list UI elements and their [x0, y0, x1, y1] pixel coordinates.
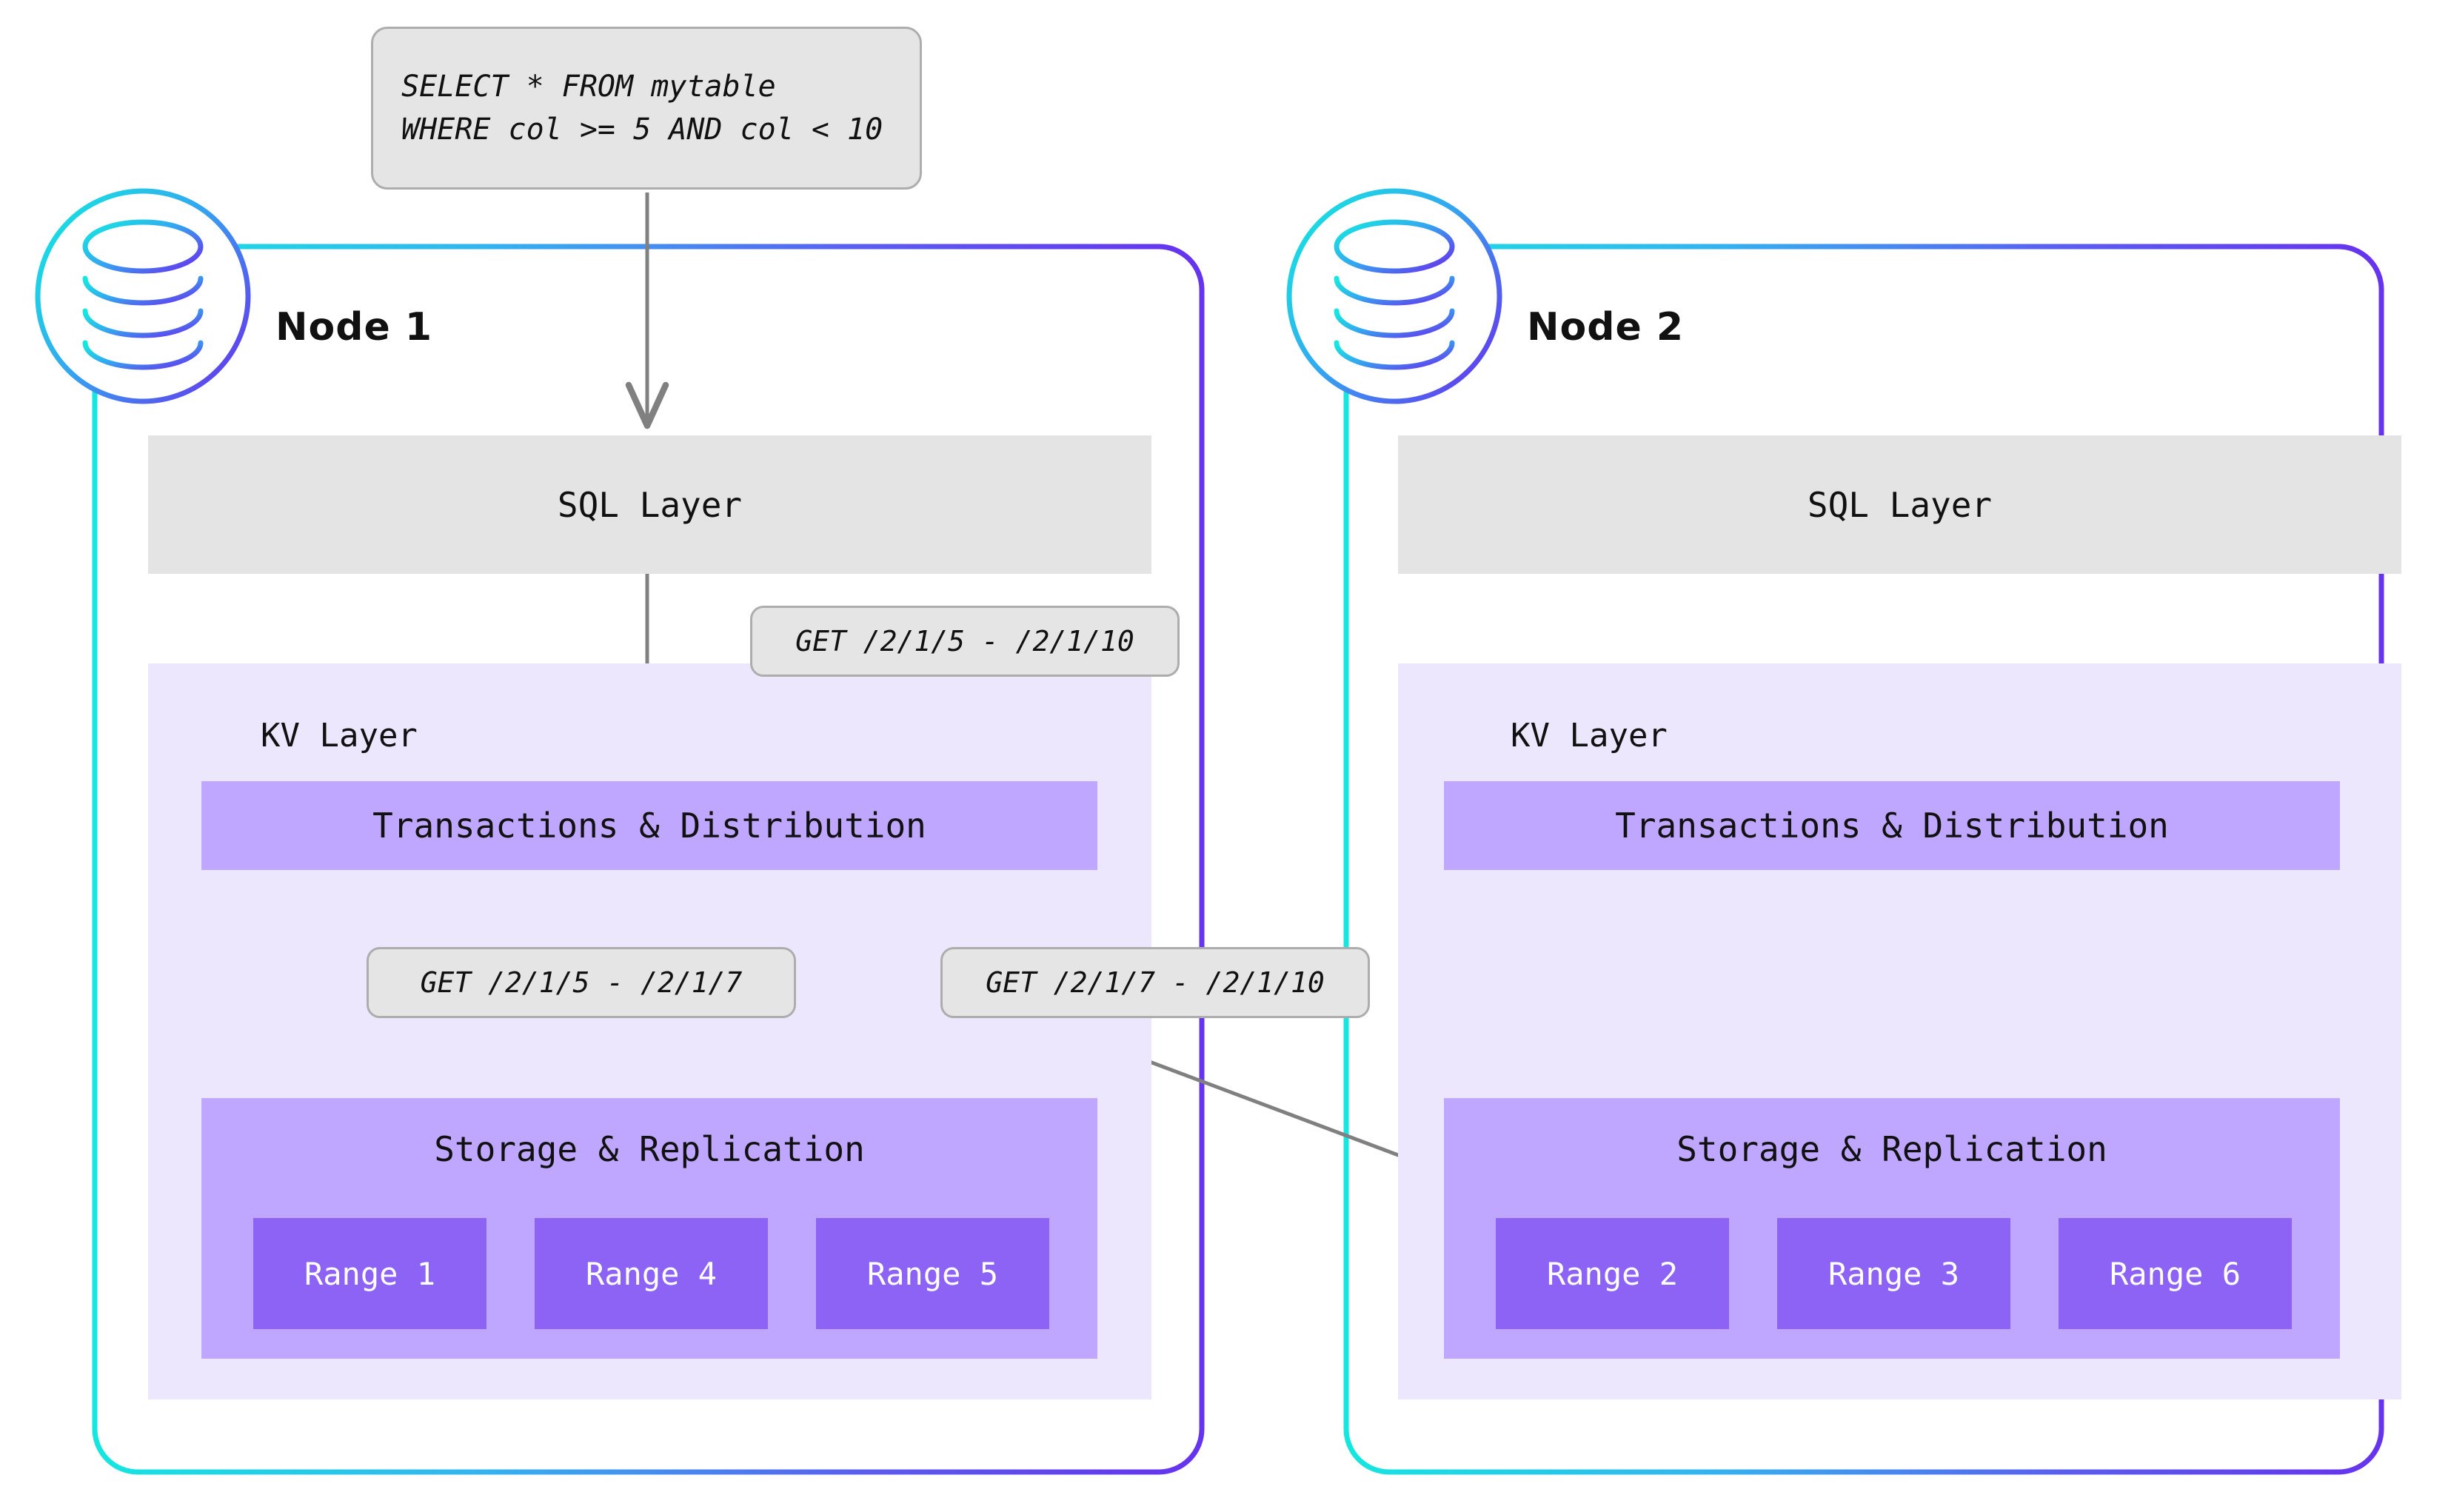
node-2-range-box-3[interactable]: Range 6: [2059, 1218, 2292, 1329]
node-2-range-label-1: Range 2: [1546, 1255, 1678, 1292]
node-2-range-box-2[interactable]: Range 3: [1777, 1218, 2010, 1329]
node-2-sql-layer: SQL Layer: [1398, 435, 2401, 574]
node-2-title: Node 2: [1527, 305, 1685, 349]
get-label-local-range-text: GET /2/1/5 - /2/1/7: [420, 966, 743, 999]
node-1-transactions-bar: Transactions & Distribution: [201, 781, 1097, 870]
get-label-full-range: GET /2/1/5 - /2/1/10: [750, 606, 1180, 677]
get-label-full-range-text: GET /2/1/5 - /2/1/10: [795, 625, 1134, 658]
node-1-range-label-1: Range 1: [304, 1255, 435, 1292]
database-cylinder-icon: [82, 219, 204, 370]
sql-query-box: SELECT * FROM mytable WHERE col >= 5 AND…: [371, 27, 922, 190]
sql-query-line-1: SELECT * FROM mytable: [401, 70, 776, 104]
node-1-title: Node 1: [275, 305, 433, 349]
node-1-kv-layer-label: KV Layer: [261, 717, 418, 755]
node-1-sql-layer-label: SQL Layer: [557, 484, 743, 525]
node-2-kv-layer-label: KV Layer: [1511, 717, 1668, 755]
node-1-sql-layer: SQL Layer: [148, 435, 1151, 574]
node-1-range-box-2[interactable]: Range 4: [535, 1218, 768, 1329]
node-2-range-box-1[interactable]: Range 2: [1496, 1218, 1729, 1329]
node-1-storage-panel: Storage & Replication Range 1 Range 4 Ra…: [201, 1098, 1097, 1359]
node-1-badge: [35, 188, 251, 404]
sql-query-line-2: WHERE col >= 5 AND col < 10: [401, 113, 883, 147]
node-2-sql-layer-label: SQL Layer: [1807, 484, 1993, 525]
node-2-range-label-3: Range 6: [2109, 1255, 2241, 1292]
node-2-transactions-bar: Transactions & Distribution: [1444, 781, 2340, 870]
node-1-range-label-3: Range 5: [866, 1255, 998, 1292]
get-label-local-range: GET /2/1/5 - /2/1/7: [367, 947, 796, 1018]
node-2-transactions-label: Transactions & Distribution: [1615, 806, 2169, 846]
get-label-remote-range: GET /2/1/7 - /2/1/10: [940, 947, 1370, 1018]
node-1-transactions-label: Transactions & Distribution: [372, 806, 926, 846]
node-1-range-label-2: Range 4: [585, 1255, 717, 1292]
database-cylinder-icon: [1334, 219, 1455, 370]
node-1-range-box-1[interactable]: Range 1: [253, 1218, 486, 1329]
get-label-remote-range-text: GET /2/1/7 - /2/1/10: [986, 966, 1325, 999]
node-2-storage-label: Storage & Replication: [1676, 1129, 2107, 1169]
node-2-badge: [1286, 188, 1502, 404]
node-2-storage-panel: Storage & Replication Range 2 Range 3 Ra…: [1444, 1098, 2340, 1359]
node-1-range-box-3[interactable]: Range 5: [816, 1218, 1049, 1329]
node-2-range-label-2: Range 3: [1828, 1255, 1959, 1292]
node-1-storage-label: Storage & Replication: [434, 1129, 865, 1169]
